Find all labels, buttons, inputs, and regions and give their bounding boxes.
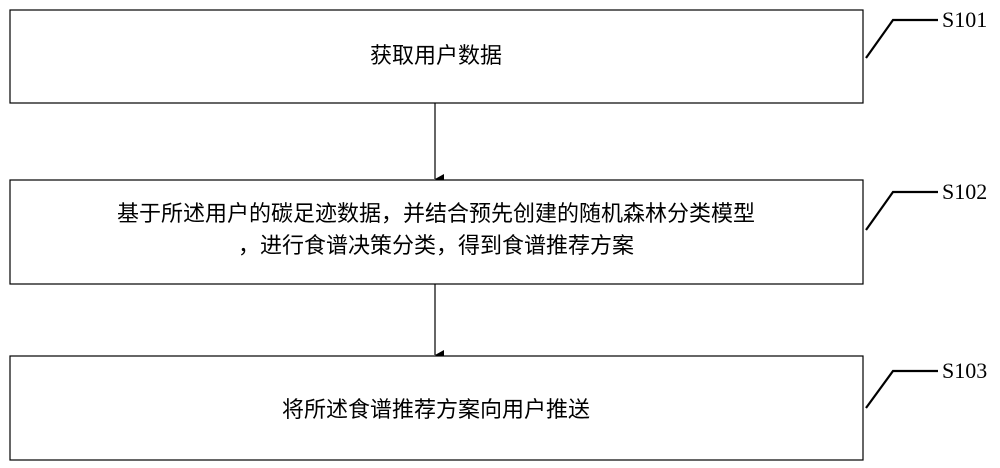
step-box-s101 [9, 9, 864, 104]
step-text-s101: 获取用户数据 [370, 44, 502, 69]
step-label-s101: S101 [942, 7, 987, 32]
leader-line-s103 [865, 369, 938, 409]
step-text-s103: 将所述食谱推荐方案向用户推送 [282, 398, 590, 423]
step-label-s102: S102 [942, 179, 987, 204]
step-label-s103: S103 [942, 358, 987, 383]
leader-line-s102 [865, 190, 938, 231]
step-s101: 获取用户数据 S101 [9, 7, 987, 104]
step-text-s102-line2: ，进行食谱决策分类，得到食谱推荐方案 [238, 234, 634, 259]
step-s103: 将所述食谱推荐方案向用户推送 S103 [9, 355, 987, 461]
step-box-s103 [9, 355, 864, 461]
step-s102: 基于所述用户的碳足迹数据，并结合预先创建的随机森林分类模型 ，进行食谱决策分类，… [9, 179, 987, 285]
leader-line-s101 [865, 18, 938, 59]
step-text-s102-line1: 基于所述用户的碳足迹数据，并结合预先创建的随机森林分类模型 [117, 202, 755, 227]
step-box-s102 [9, 179, 864, 285]
